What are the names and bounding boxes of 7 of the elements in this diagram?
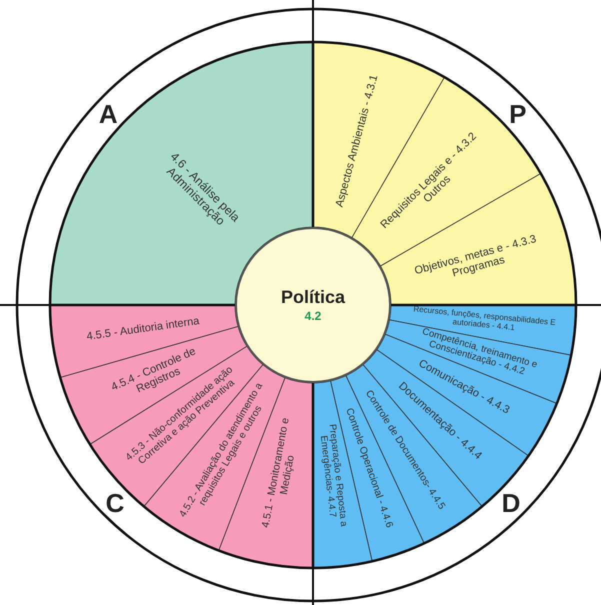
- phase-letter: D: [502, 490, 520, 516]
- phase-letter: C: [106, 490, 124, 516]
- phase-letter: P: [509, 101, 526, 128]
- center-code: 4.2: [304, 308, 322, 324]
- phase-letter: A: [98, 101, 118, 128]
- sector-label: 4.5.5 - Auditoria interna: [60, 311, 226, 346]
- center-title: Política: [280, 286, 346, 309]
